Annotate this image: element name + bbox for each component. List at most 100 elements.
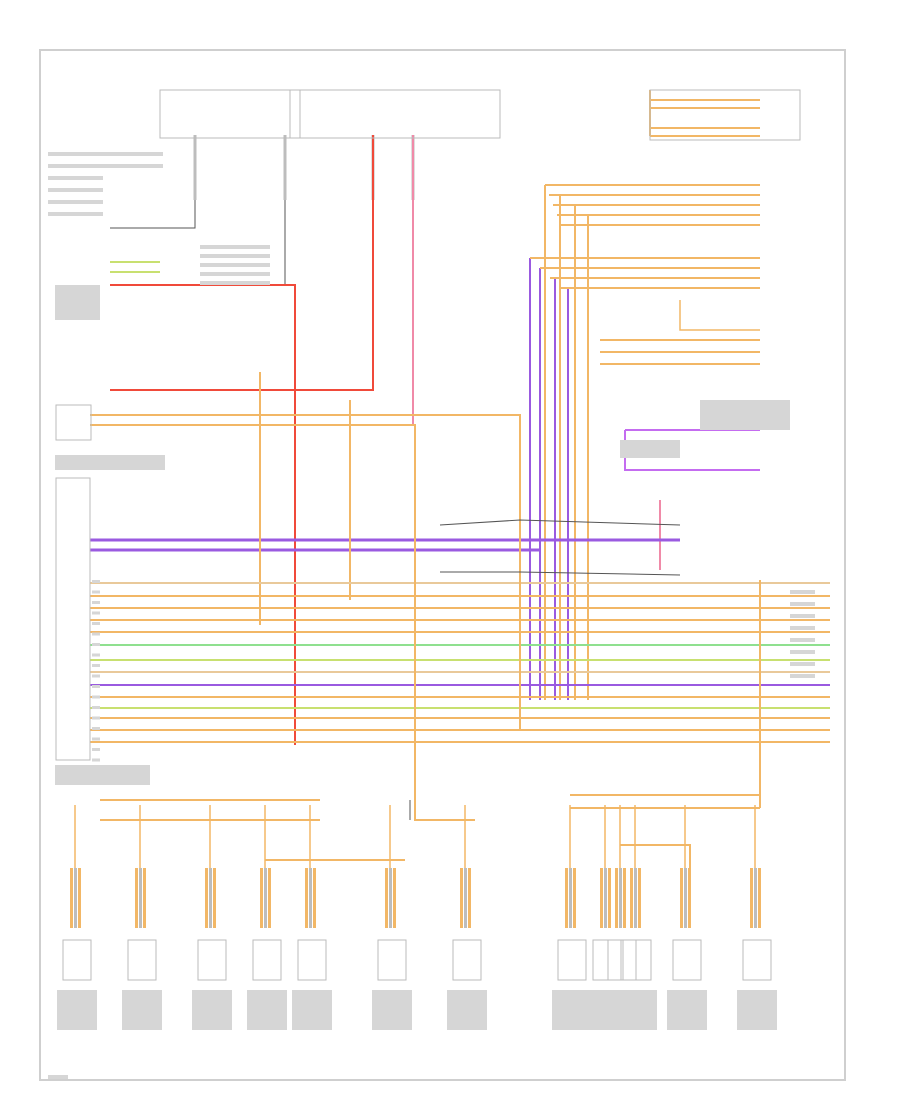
wire [110,284,296,745]
label-text [737,990,777,1030]
connector-pin [389,868,392,928]
sensor [252,939,282,981]
connector-pin [615,868,618,928]
label-text [200,263,270,267]
connector-pin [213,868,216,928]
label-text [247,990,287,1030]
diagram-frame [39,49,846,1081]
label-text [92,758,100,762]
connector-pin [385,868,388,928]
wire [90,424,475,821]
connector-pin [619,868,622,928]
label-text [48,212,103,216]
sensor [62,939,92,981]
wire [620,844,691,870]
component-layer [55,89,801,981]
connector-pin [305,868,308,928]
connector [649,89,801,141]
sensor [297,939,327,981]
connector-pin [573,868,576,928]
label-text [790,650,815,654]
label-text [92,716,100,720]
label-text [92,653,100,657]
label-text [200,245,270,249]
label-text [790,662,815,666]
wire [90,135,414,426]
connector-pin [638,868,641,928]
label-text [700,400,790,430]
connector-pin [135,868,138,928]
wire [90,414,521,730]
label-text [200,254,270,258]
label-text [48,188,103,192]
label-text [200,272,270,276]
label-text [790,614,815,618]
connector-pin [600,868,603,928]
label-text [92,611,100,615]
connector-pin [565,868,568,928]
label-text [790,626,815,630]
sensor [197,939,227,981]
label-text [48,176,103,180]
connector-pin [634,868,637,928]
sensor [742,939,772,981]
fuse-box [159,89,301,139]
connector-pin [604,868,607,928]
connector-pin [70,868,73,928]
label-text [620,440,680,458]
label-text [617,990,657,1030]
label-text [92,727,100,730]
connector-pin [205,868,208,928]
sensor [452,939,482,981]
label-text [92,706,100,709]
connector-pin [758,868,761,928]
connector-pin [569,868,572,928]
connector-pin [268,868,271,928]
label-text [92,748,100,751]
sensor [592,939,622,981]
connector-pin [608,868,611,928]
sensor [127,939,157,981]
wire [439,519,681,526]
label-layer [48,152,815,1079]
label-text [57,990,97,1030]
connector-pin [623,868,626,928]
connector-pin [468,868,471,928]
label-text [92,632,100,636]
connector-pin [393,868,396,928]
label-text [48,200,103,204]
label-text [92,580,100,583]
control-module [55,477,91,761]
sensor [622,939,652,981]
wire [110,200,196,229]
connector-pin [260,868,263,928]
sensor [607,939,637,981]
connector-pin [684,868,687,928]
connector-pin [464,868,467,928]
label-text [48,164,163,168]
label-text [55,285,100,320]
connector-pin [460,868,463,928]
label-text [92,695,100,699]
label-text [92,601,100,604]
label-text [552,990,592,1030]
label-text [372,990,412,1030]
label-text [292,990,332,1030]
wire [440,571,681,576]
module [55,404,92,441]
label-text [48,152,163,156]
label-text [92,685,100,688]
label-text [55,765,150,785]
connector-pin [209,868,212,928]
connector-pin [688,868,691,928]
wire-layer [74,90,830,870]
label-text [122,990,162,1030]
connector-pin [264,868,267,928]
sensor [377,939,407,981]
wire [679,300,760,331]
label-text [200,281,270,285]
sensor [672,939,702,981]
label-text [192,990,232,1030]
connector-pin [143,868,146,928]
